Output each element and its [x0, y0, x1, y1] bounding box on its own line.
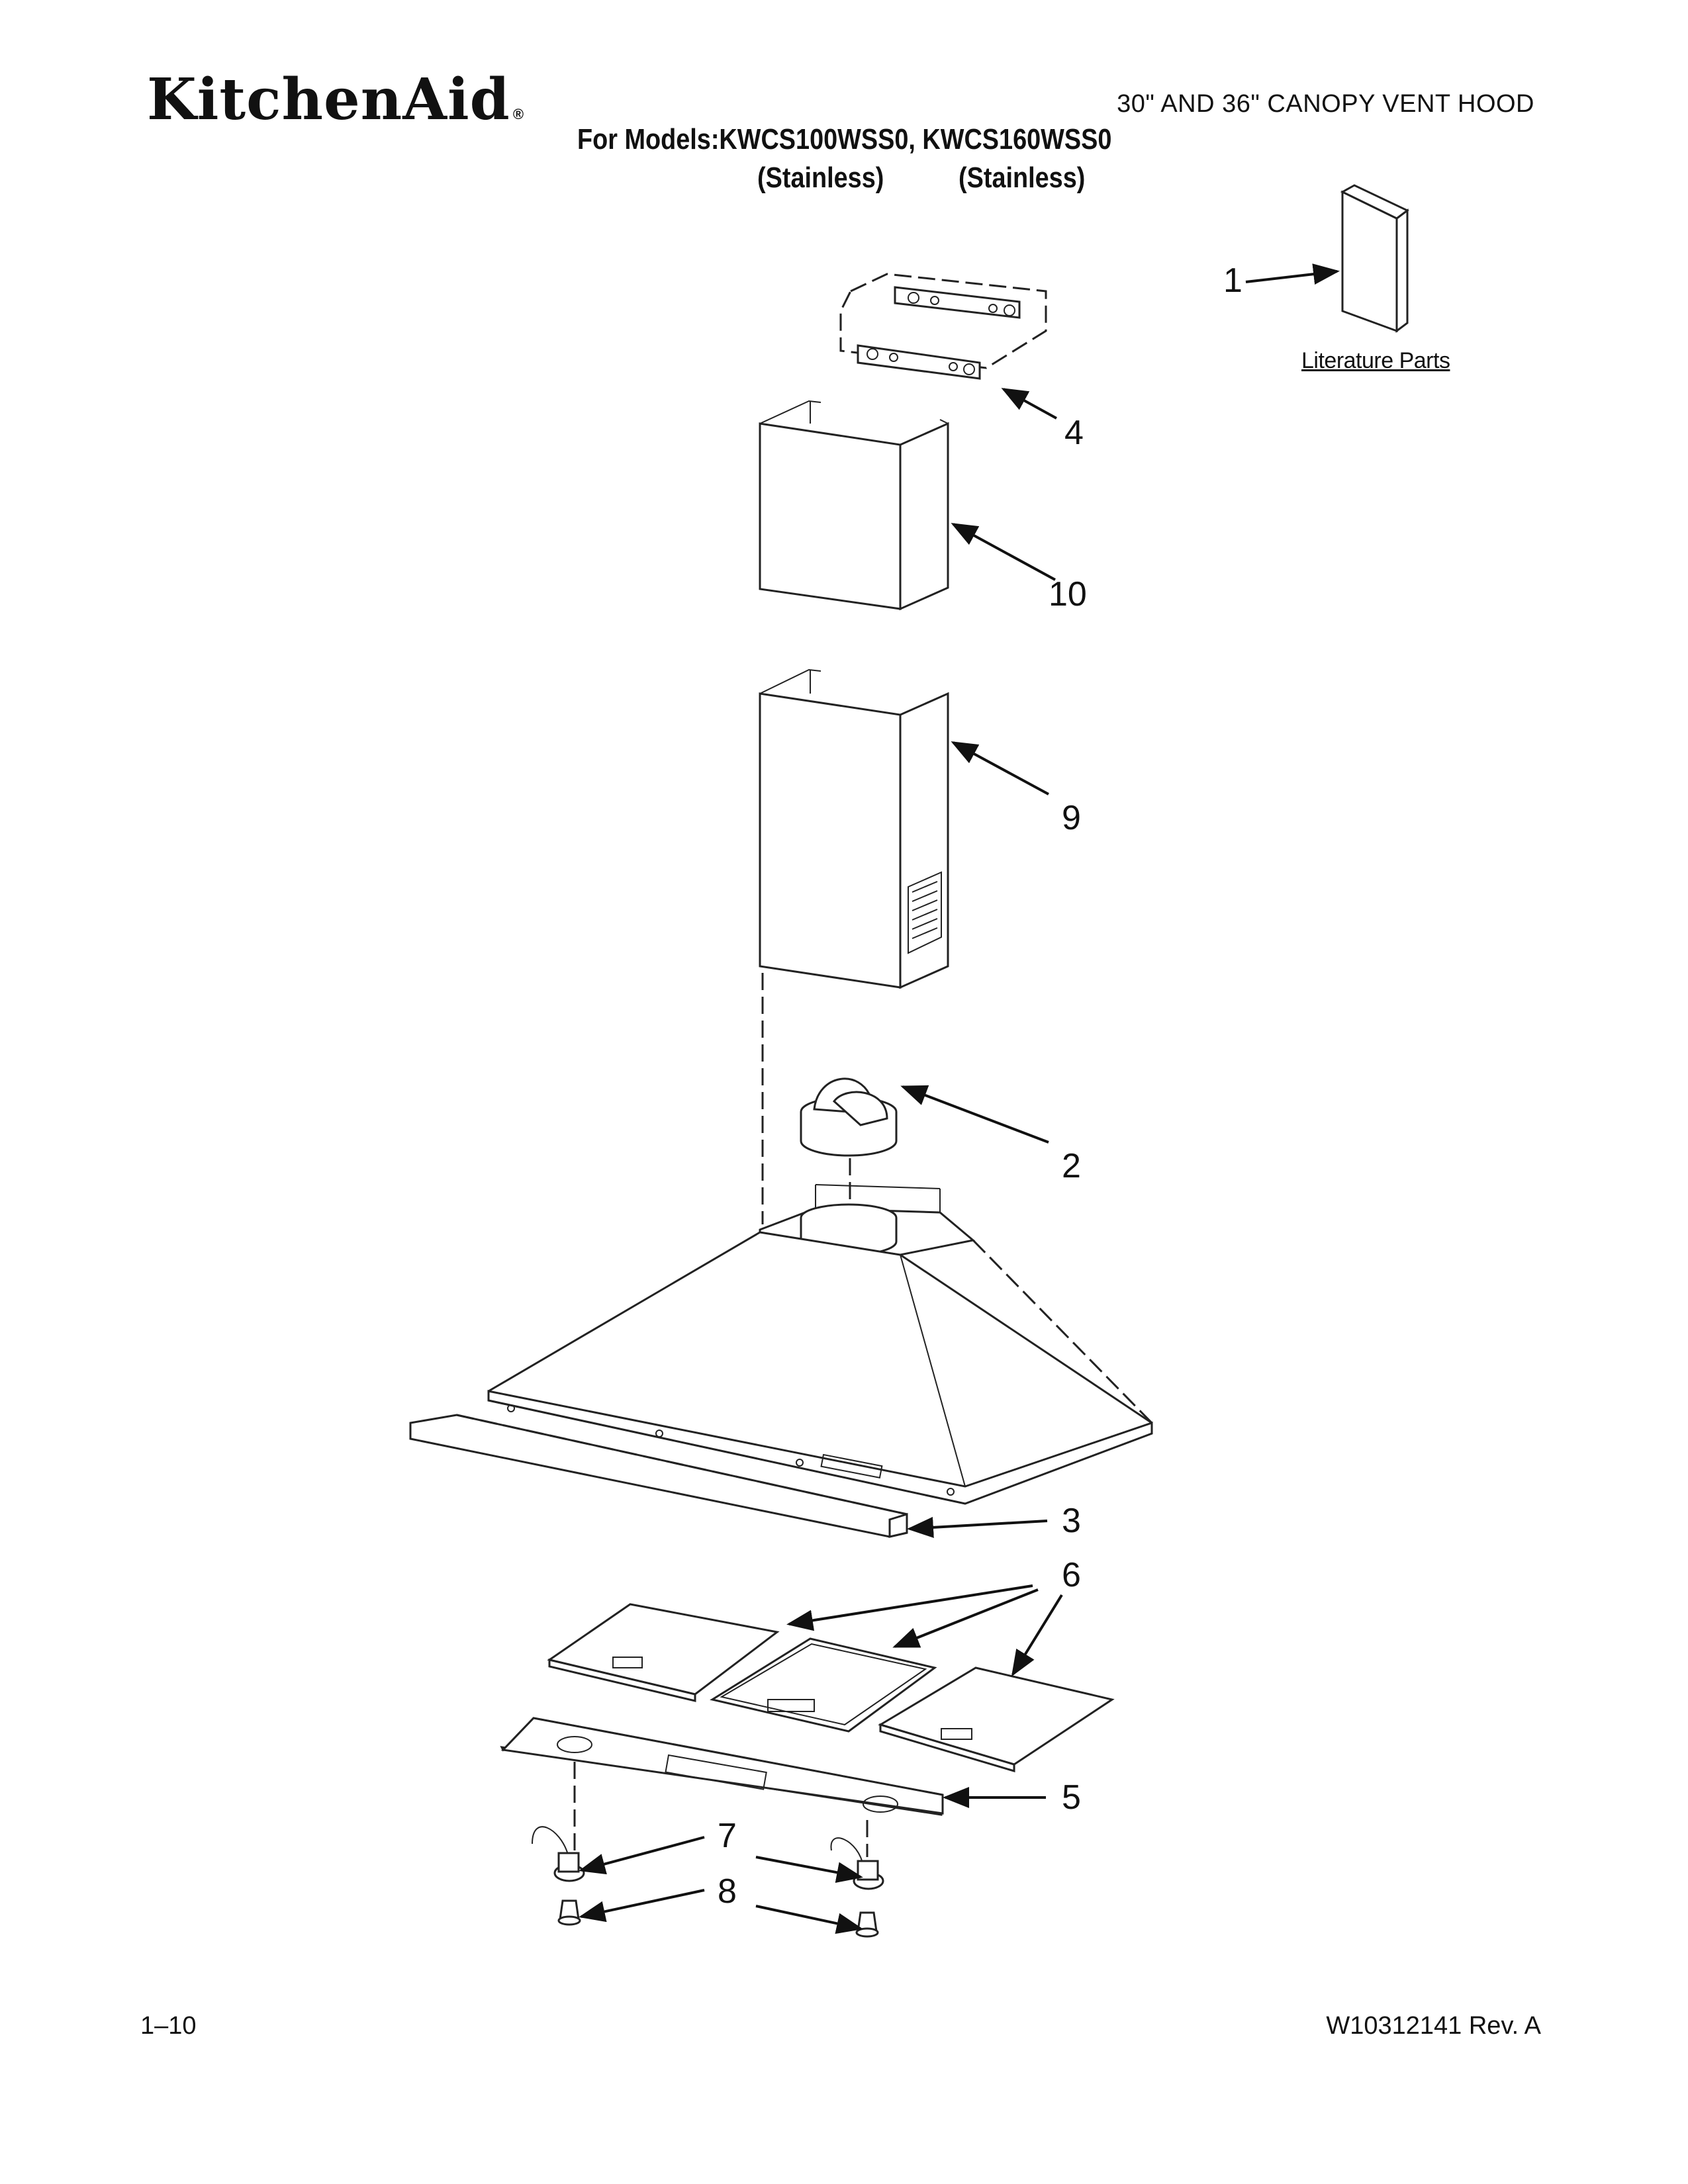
models-line: For Models:KWCS100WSS0, KWCS160WSS0: [577, 123, 1112, 156]
damper-collar: [800, 1077, 898, 1157]
literature-parts-label: Literature Parts: [1301, 348, 1450, 373]
mounting-brackets: [839, 273, 1047, 380]
callout-10: 10: [1049, 575, 1087, 614]
model-2-finish: (Stainless): [959, 161, 1086, 194]
lower-chimney-cover: [759, 668, 949, 989]
callout-1: 1: [1223, 261, 1243, 300]
front-trim-strip: [409, 1414, 908, 1538]
document-number: W10312141 Rev. A: [1326, 2012, 1541, 2040]
callout-6: 6: [1062, 1556, 1081, 1594]
bottom-panel: [500, 1717, 944, 1816]
brand-name: KitchenAid: [147, 66, 510, 133]
page-number: 1–10: [140, 2012, 197, 2040]
callout-3: 3: [1062, 1502, 1081, 1540]
callout-9: 9: [1062, 799, 1081, 837]
callout-7: 7: [718, 1817, 737, 1855]
literature-booklet: [1340, 184, 1409, 333]
light-sockets: [532, 1826, 884, 1890]
brand-logo: KitchenAid®: [147, 71, 524, 128]
callout-5: 5: [1062, 1778, 1081, 1817]
model-1-finish: (Stainless): [757, 161, 884, 194]
callout-2: 2: [1062, 1147, 1081, 1185]
callout-8: 8: [718, 1872, 737, 1911]
callout-4: 4: [1064, 414, 1084, 452]
hood-canopy: [487, 1184, 1153, 1505]
brand-registered-mark: ®: [512, 106, 525, 122]
document-title: 30" AND 36" CANOPY VENT HOOD: [1117, 90, 1534, 118]
grease-filters: [547, 1603, 1115, 1773]
upper-chimney-cover: [759, 400, 949, 611]
